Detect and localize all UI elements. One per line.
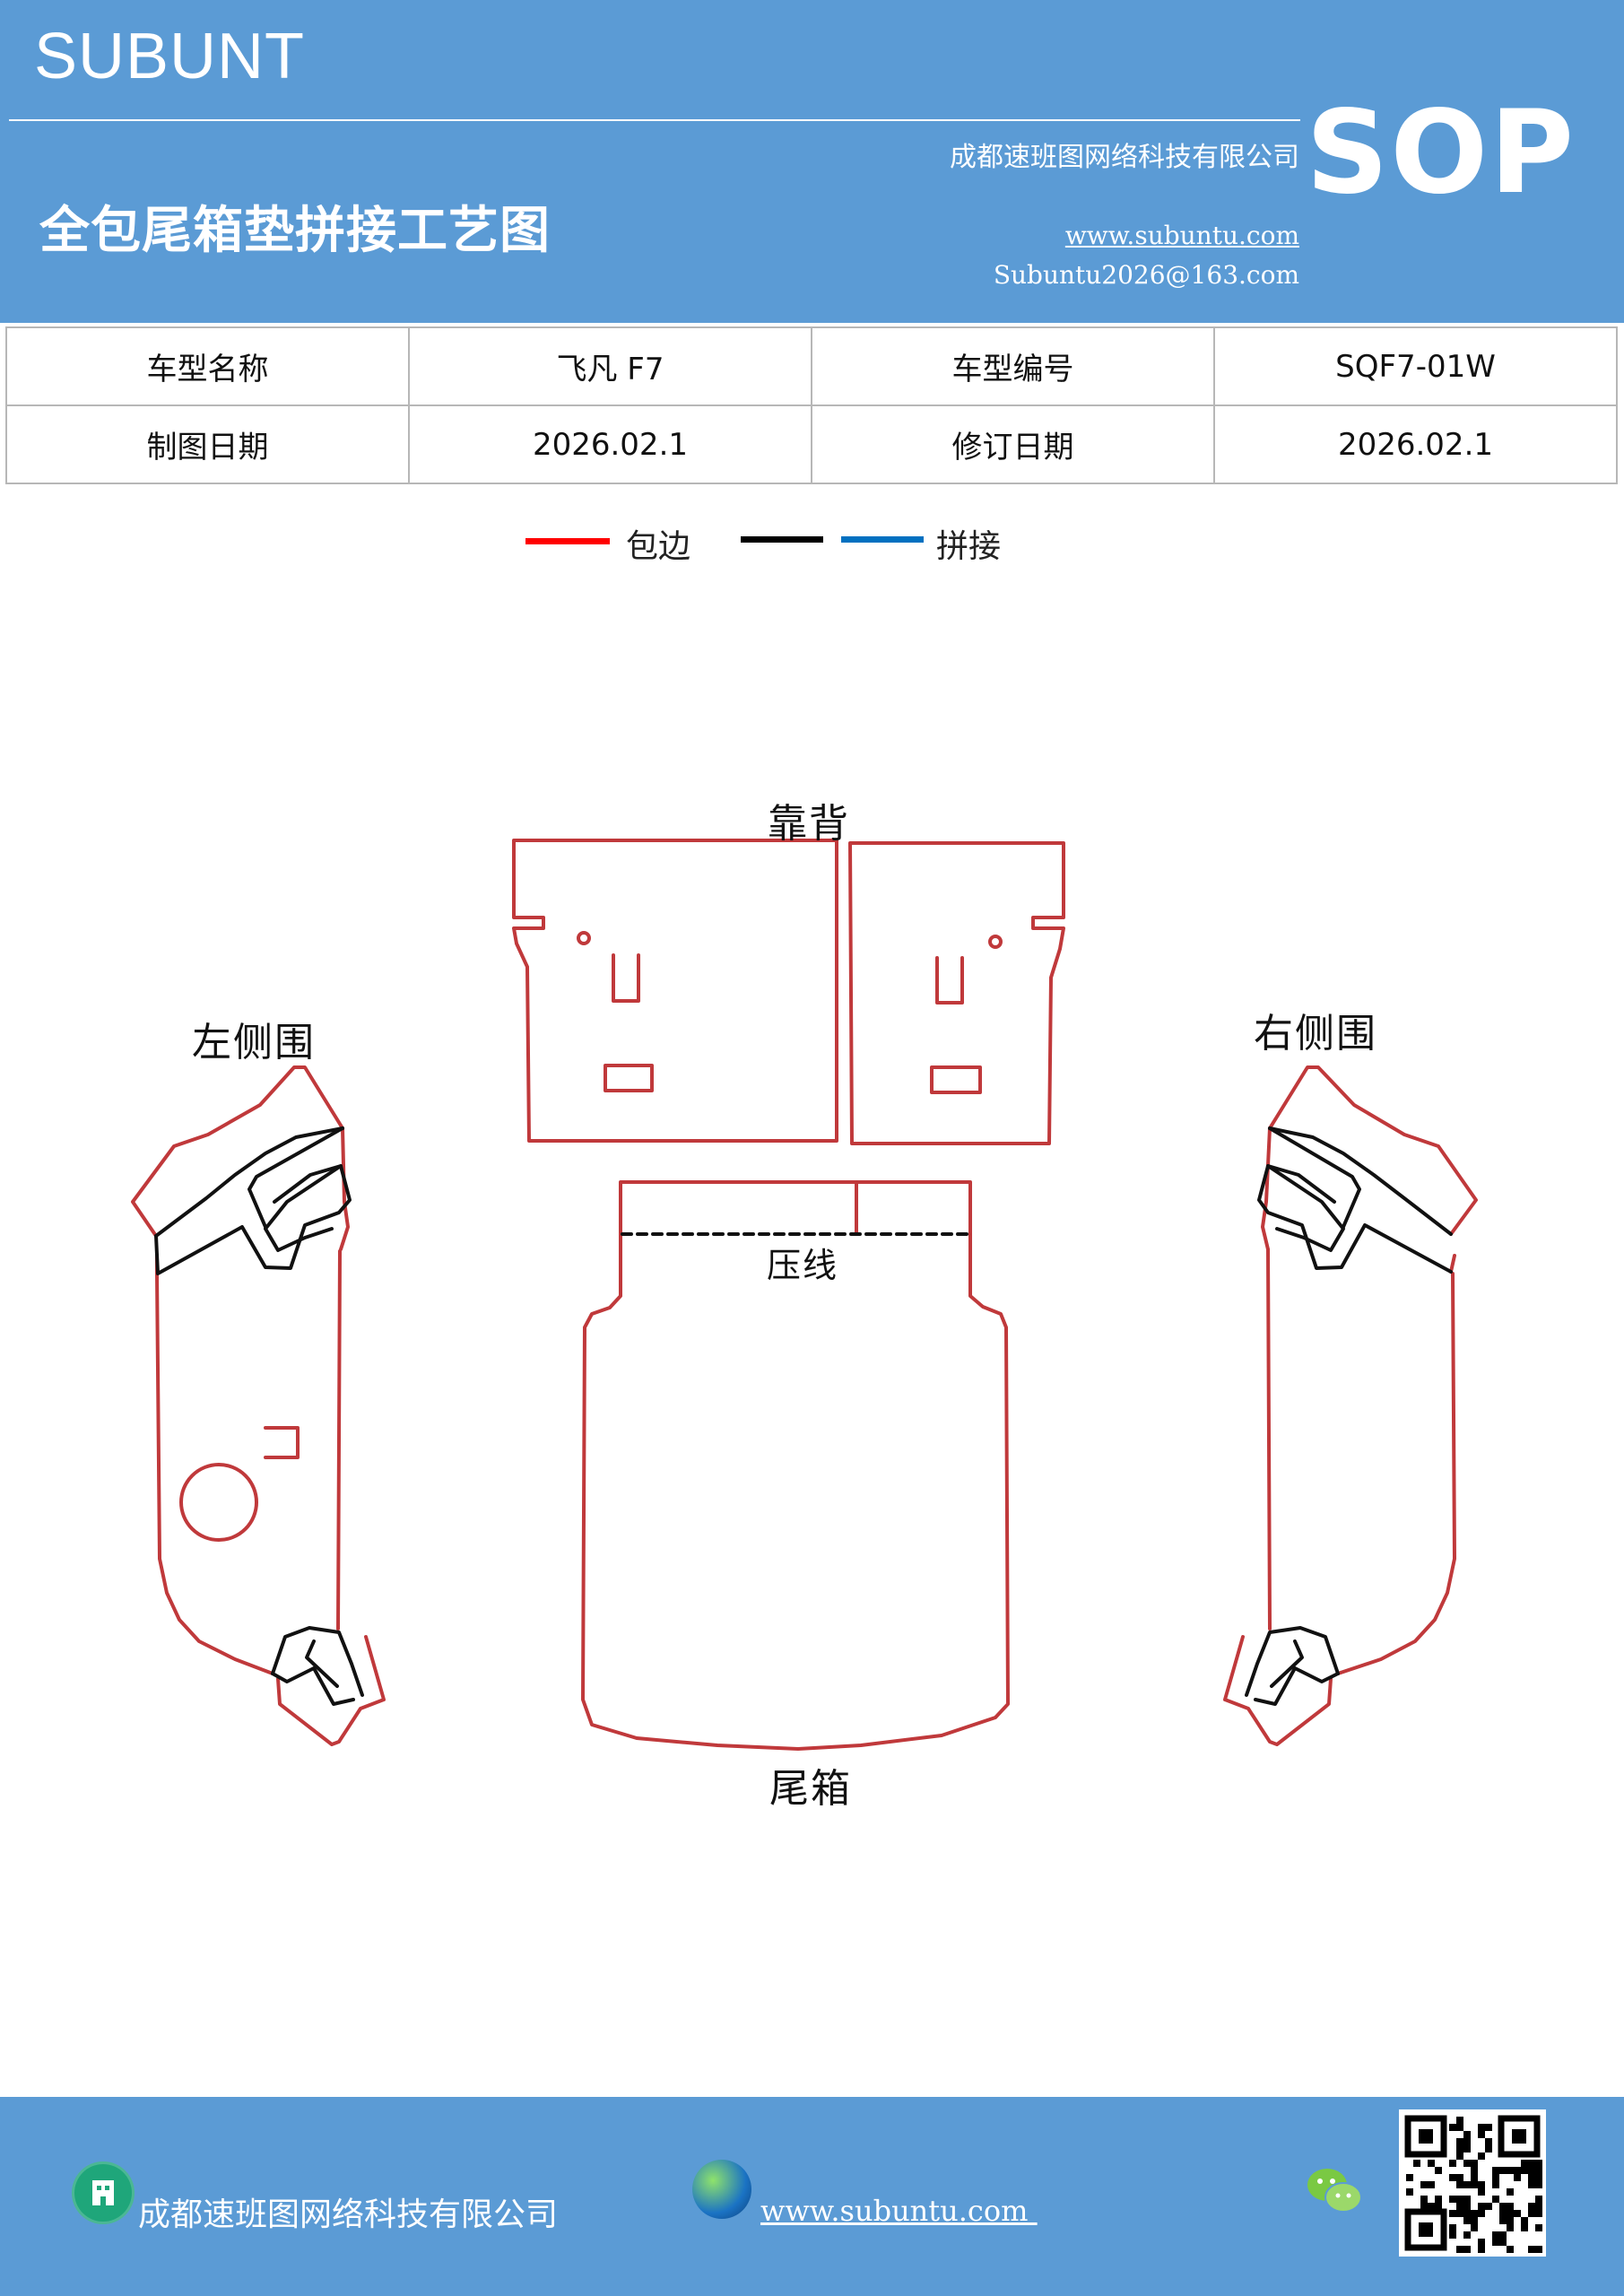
sop-badge: SOP bbox=[1306, 86, 1576, 220]
draw-date-value: 2026.02.1 bbox=[408, 404, 812, 484]
globe-icon bbox=[692, 2160, 751, 2219]
left-side-spliced-pieces bbox=[154, 1126, 364, 1706]
label-right-side: 右侧围 bbox=[1254, 1011, 1377, 1057]
legend-blue-line bbox=[841, 536, 924, 543]
legend-red-line bbox=[525, 538, 610, 544]
model-number-label: 车型编号 bbox=[811, 326, 1215, 406]
footer-company: 成都速班图网络科技有限公司 bbox=[138, 2196, 559, 2233]
header-divider bbox=[9, 119, 1300, 121]
label-left-side: 左侧围 bbox=[192, 1020, 316, 1065]
legend-black-line bbox=[741, 536, 823, 543]
label-backrest: 靠背 bbox=[768, 801, 850, 847]
building-icon bbox=[72, 2161, 135, 2224]
label-press-line: 压线 bbox=[767, 1246, 839, 1285]
wechat-icon[interactable] bbox=[1304, 2163, 1365, 2217]
label-trunk: 尾箱 bbox=[769, 1766, 852, 1812]
model-number-value: SQF7-01W bbox=[1213, 326, 1618, 406]
brand-name: SUBUNT bbox=[34, 21, 306, 92]
table-row: 制图日期 2026.02.1 修订日期 2026.02.1 bbox=[5, 404, 1618, 484]
backrest-left-panel bbox=[512, 839, 838, 1143]
trunk-panel bbox=[581, 1180, 1010, 1751]
page-title: 全包尾箱垫拼接工艺图 bbox=[39, 202, 551, 260]
legend-label-binding: 包边 bbox=[626, 528, 691, 565]
legend: 包边 拼接 bbox=[0, 520, 1624, 574]
header-website-link[interactable]: www.subuntu.com bbox=[1064, 221, 1299, 250]
qr-code[interactable] bbox=[1399, 2109, 1546, 2257]
legend-label-splice: 拼接 bbox=[936, 528, 1002, 565]
backrest-right-panel bbox=[848, 841, 1065, 1145]
header-banner bbox=[0, 0, 1624, 323]
right-side-panel-outline bbox=[1223, 1065, 1478, 1746]
table-row: 车型名称 飞凡 F7 车型编号 SQF7-01W bbox=[5, 326, 1618, 406]
footer-website-link[interactable]: www.subuntu.com bbox=[760, 2194, 1038, 2228]
model-name-value: 飞凡 F7 bbox=[408, 326, 812, 406]
left-side-panel-outline bbox=[131, 1065, 386, 1746]
header-email: Subuntu2026@163.com bbox=[993, 260, 1299, 290]
draw-date-label: 制图日期 bbox=[5, 404, 410, 484]
right-side-spliced-pieces bbox=[1245, 1126, 1453, 1706]
revise-date-label: 修订日期 bbox=[811, 404, 1215, 484]
revise-date-value: 2026.02.1 bbox=[1213, 404, 1618, 484]
header-company: 成都速班图网络科技有限公司 bbox=[950, 142, 1299, 173]
model-name-label: 车型名称 bbox=[5, 326, 410, 406]
vehicle-info-table: 车型名称 飞凡 F7 车型编号 SQF7-01W 制图日期 2026.02.1 … bbox=[5, 326, 1618, 484]
